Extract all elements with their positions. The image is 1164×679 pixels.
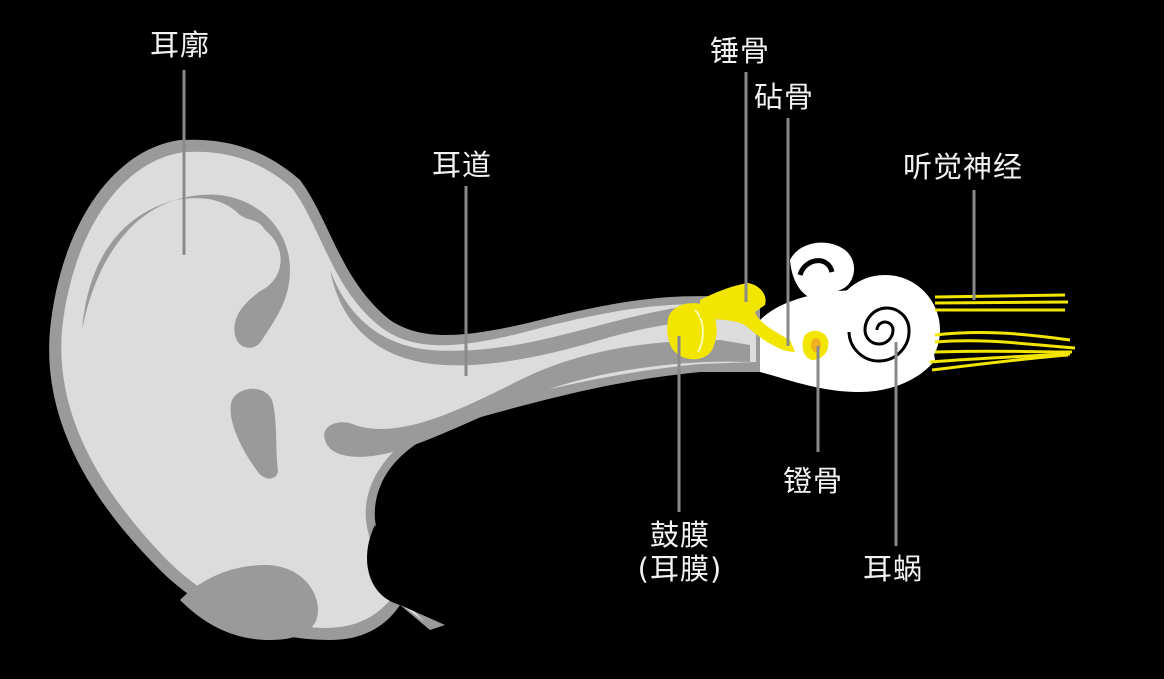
label-cochlea: 耳蜗 <box>863 552 924 586</box>
label-auditory-nerve: 听觉神经 <box>903 150 1024 184</box>
label-eardrum-line1: 鼓膜 <box>649 518 710 552</box>
malleus-shape <box>700 283 795 352</box>
lobe-notch <box>367 525 445 625</box>
concha-blob <box>230 388 278 479</box>
label-ear-canal: 耳道 <box>432 148 493 182</box>
canal-loop <box>797 258 835 277</box>
label-pinna: 耳廓 <box>150 28 211 62</box>
label-eardrum: 鼓膜 (耳膜) <box>630 518 730 586</box>
label-incus: 砧骨 <box>754 80 815 114</box>
auditory-nerve-fibers <box>929 293 1076 372</box>
canal-lower-fold <box>324 340 750 457</box>
semicircular-canals <box>790 242 855 300</box>
pinna-body <box>61 151 756 628</box>
cochlea-shell <box>830 275 940 385</box>
label-stapes: 镫骨 <box>783 464 844 498</box>
cochlea-spiral <box>847 306 911 363</box>
label-eardrum-line2: (耳膜) <box>637 552 723 586</box>
label-malleus: 锤骨 <box>710 34 771 68</box>
lobe-fold <box>180 565 318 640</box>
leader-lines <box>182 70 976 546</box>
eardrum-highlight <box>694 309 704 353</box>
